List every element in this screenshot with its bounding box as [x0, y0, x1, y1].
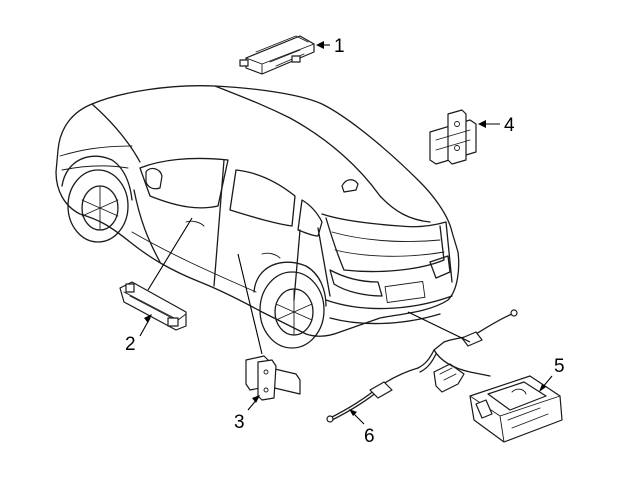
- callout-1: 1: [316, 36, 345, 57]
- part-2-door-sensor: [119, 281, 187, 331]
- part-3-mounting-bracket: [245, 355, 301, 401]
- callout-label-1: 1: [334, 36, 345, 57]
- callout-6: 6: [349, 409, 375, 447]
- vehicle-illustration: [55, 85, 460, 349]
- callout-3: 3: [234, 395, 260, 433]
- part-6-cable-harness: [326, 309, 518, 423]
- leader-2-to-vehicle: [147, 217, 193, 291]
- part-5-electronic-module: [469, 375, 563, 443]
- leader-6-to-vehicle: [407, 311, 471, 343]
- callout-5: 5: [539, 356, 565, 392]
- callout-label-5: 5: [554, 356, 565, 377]
- callout-4: 4: [478, 115, 515, 136]
- part-1-control-module: [239, 35, 315, 75]
- callout-label-4: 4: [504, 115, 515, 136]
- callout-label-3: 3: [234, 412, 245, 433]
- part-4-bracket-sensor: [429, 109, 477, 165]
- callout-label-6: 6: [364, 426, 375, 447]
- callout-label-2: 2: [125, 334, 136, 355]
- callout-2: 2: [125, 314, 152, 355]
- leader-3-to-vehicle: [237, 253, 263, 355]
